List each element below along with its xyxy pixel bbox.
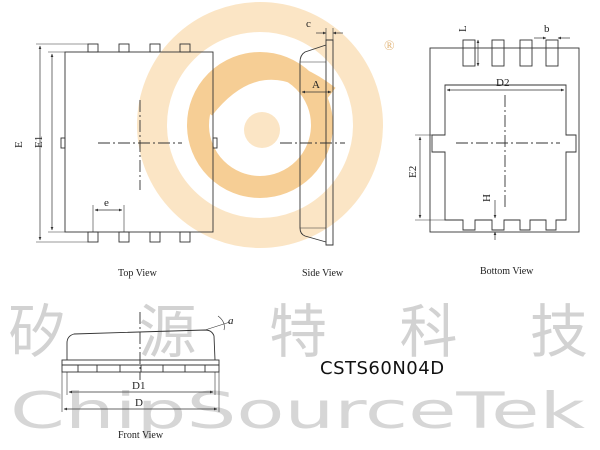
dim-a-label: a: [228, 315, 234, 327]
dim-e-label: e: [104, 197, 109, 209]
dim-D2-label: D2: [496, 77, 509, 89]
front-view-caption: Front View: [118, 430, 164, 441]
side-view-caption: Side View: [302, 268, 344, 279]
watermark-chinese: 矽源特科技: [8, 298, 588, 366]
part-number: CSTS60N04D: [320, 358, 445, 379]
dim-E-label: E: [13, 141, 25, 148]
bottom-view: [415, 36, 580, 240]
dim-E1-label: E1: [33, 136, 45, 148]
dim-D-label: D: [135, 397, 143, 409]
side-view: [280, 28, 345, 246]
dim-c-label: c: [306, 18, 311, 30]
dim-L-label: L: [457, 25, 469, 32]
dim-H-label: H: [481, 194, 493, 202]
registered-mark: ®: [384, 39, 395, 54]
watermark-logo: ®: [137, 2, 395, 248]
dim-E2-label: E2: [407, 166, 419, 178]
front-view: [61, 312, 231, 412]
dim-D1-label: D1: [132, 380, 145, 392]
top-view: [36, 43, 218, 243]
dim-A-label: A: [312, 79, 320, 91]
watermark-english: ChipSourceTek: [10, 382, 585, 440]
dim-b-label: b: [544, 23, 550, 35]
top-view-caption: Top View: [118, 268, 158, 279]
bottom-view-caption: Bottom View: [480, 266, 534, 277]
